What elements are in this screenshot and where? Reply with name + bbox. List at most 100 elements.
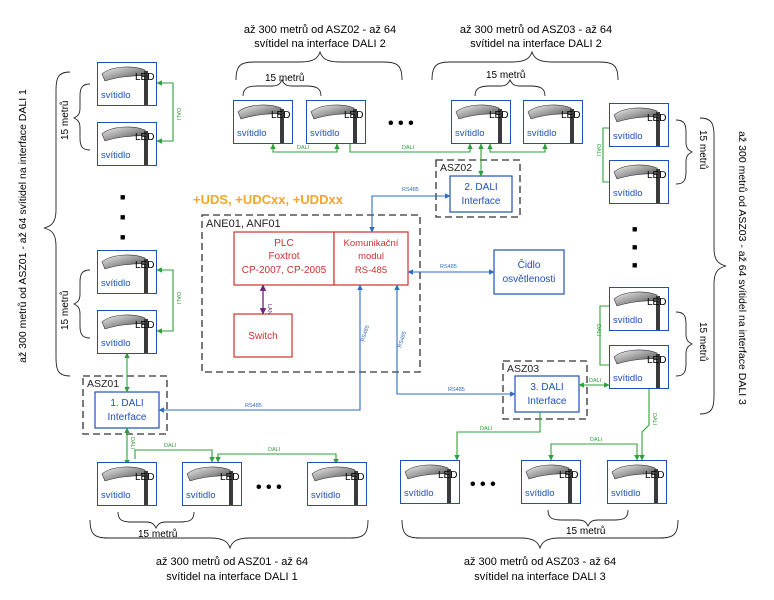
captions: až 300 metrů od ASZ02 - až 64 svítidel n… (17, 24, 748, 583)
dali3-label-1: 3. DALI (530, 382, 563, 393)
lamp-unit: LED svítidlo (609, 287, 669, 331)
rs485-tag: RS485 (440, 264, 457, 270)
svg-text:svítidlo: svítidlo (310, 128, 340, 139)
svg-text:svítidlo: svítidlo (527, 128, 557, 139)
plc-label-3: CP-2007, CP-2005 (242, 265, 327, 276)
svg-text:svítidlo: svítidlo (404, 488, 434, 499)
svg-text:LED: LED (220, 472, 239, 483)
light-sensor-box (493, 249, 565, 295)
distance-braces (43, 50, 727, 550)
caption-asz03-top-2: svítidel na interface DALI 2 (470, 38, 601, 50)
dali-tag: DALI (297, 145, 310, 151)
svg-text:• • •: • • • (388, 115, 414, 132)
svg-text:svítidlo: svítidlo (611, 488, 641, 499)
svg-text:■: ■ (120, 232, 125, 242)
com-label-1: Komunikační (344, 238, 399, 249)
cabinet-asz03-label: ASZ03 (507, 363, 539, 375)
cabinet-ane01-label: ANE01, ANF01 (206, 218, 281, 230)
rs485-tag: RS485 (397, 331, 408, 349)
dali-tag: DALI (589, 378, 602, 384)
dali-tag: DALI (651, 413, 657, 426)
continuation-dots: • • • • • • • • • ■ ■ ■ ■ ■ ■ (120, 115, 637, 496)
lamp-unit: LED svítidlo (609, 103, 669, 147)
svg-text:■: ■ (120, 212, 125, 222)
svg-text:■: ■ (632, 224, 637, 234)
dali-tag: DALI (164, 443, 177, 449)
svg-text:LED: LED (559, 470, 578, 481)
svg-text:svítidlo: svítidlo (101, 90, 131, 101)
svg-text:■: ■ (120, 192, 125, 202)
svg-text:svítidlo: svítidlo (613, 373, 643, 384)
dali-tag: DALI (595, 324, 601, 337)
rs485-tag: RS485 (360, 325, 371, 343)
plc-label-2: Foxtrot (268, 251, 299, 262)
com-label-2: modul (358, 251, 384, 262)
span-label: 15 metrů (59, 291, 71, 330)
dali-tags: DALI DALI DALI DALI DALI DALI DALI DALI … (129, 108, 657, 453)
dali-tag: DALI (129, 437, 135, 450)
rs485-tag: RS485 (402, 187, 419, 193)
span-labels: 15 metrů 15 metrů 15 metrů 15 metrů 15 m… (59, 69, 709, 540)
svg-text:LED: LED (135, 472, 154, 483)
dali3-label-2: Interface (528, 396, 567, 407)
dali-tag: DALI (595, 144, 601, 157)
span-label: 15 metrů (566, 525, 605, 537)
svg-text:■: ■ (632, 260, 637, 270)
span-label: 15 metrů (138, 528, 177, 540)
svg-text:LED: LED (135, 320, 154, 331)
svg-text:svítidlo: svítidlo (613, 315, 643, 326)
svg-text:LED: LED (645, 470, 664, 481)
cabinet-asz01-label: ASZ01 (87, 378, 119, 390)
dali2-label-1: 2. DALI (464, 182, 497, 193)
caption-asz03-bottom-2: svítidel na interface DALI 3 (474, 571, 605, 583)
svg-text:svítidlo: svítidlo (311, 490, 341, 501)
dali-tag: DALI (590, 437, 603, 443)
switch-label: Switch (248, 331, 277, 342)
dali1-label-1: 1. DALI (110, 398, 143, 409)
svg-text:svítidlo: svítidlo (613, 188, 643, 199)
svg-text:svítidlo: svítidlo (613, 131, 643, 142)
plc-label-1: PLC (274, 238, 293, 249)
svg-text:LED: LED (647, 113, 666, 124)
lamp-unit: LED svítidlo (523, 100, 583, 144)
rs485-links (158, 193, 516, 413)
cabinet-asz02-label: ASZ02 (440, 162, 472, 174)
svg-text:LED: LED (489, 110, 508, 121)
dali-tag: DALI (402, 145, 415, 151)
lamp-unit: LED svítidlo (521, 460, 581, 504)
rs485-tag: RS485 (448, 387, 465, 393)
lamps: LED svítidlo LED svítidlo LED svítidlo LED s… (97, 62, 669, 506)
dali2-label-2: Interface (462, 196, 501, 207)
caption-right-vertical: až 300 metrů od ASZ03 - až 64 svítidel n… (736, 131, 748, 405)
span-label: 15 metrů (486, 69, 525, 81)
span-label: 15 metrů (697, 130, 709, 169)
svg-text:svítidlo: svítidlo (525, 488, 555, 499)
plc-box (233, 231, 335, 286)
com-label-3: RS-485 (355, 265, 387, 276)
svg-text:■: ■ (632, 242, 637, 252)
cabinet-asz02 (435, 159, 521, 218)
svg-text:LED: LED (561, 110, 580, 121)
svg-text:LED: LED (271, 110, 290, 121)
span-label: 15 metrů (265, 72, 304, 84)
svg-text:LED: LED (344, 110, 363, 121)
lamp-unit: LED svítidlo (607, 460, 667, 504)
svg-text:LED: LED (345, 472, 364, 483)
svg-text:svítidlo: svítidlo (237, 128, 267, 139)
dali-tag: DALI (480, 426, 493, 432)
lamp-unit: LED svítidlo (306, 100, 366, 144)
span-label: 15 metrů (59, 101, 71, 140)
svg-text:LED: LED (647, 297, 666, 308)
dali-tag: DALI (175, 108, 181, 121)
svg-text:• • •: • • • (470, 476, 496, 493)
dali-tag: DALI (268, 447, 281, 453)
